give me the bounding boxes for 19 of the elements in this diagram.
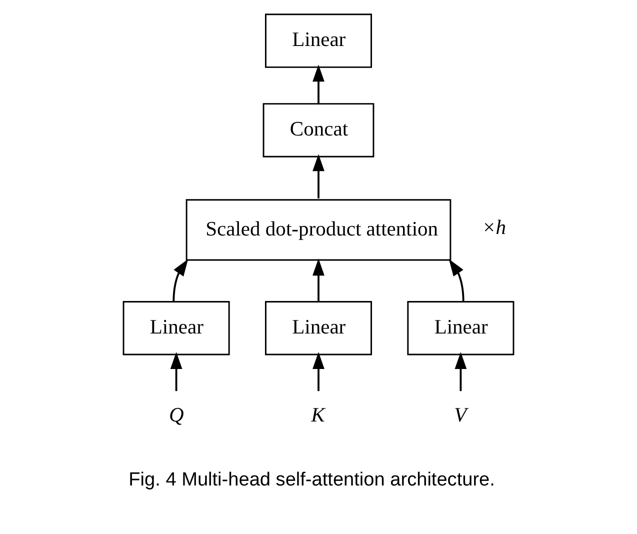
node-box: Linear: [264, 301, 372, 356]
arrow: [312, 258, 324, 302]
caption: Fig. 4 Multi-head self-attention architecture.: [128, 470, 495, 491]
arrow: [170, 352, 182, 392]
node-box: Linear: [264, 14, 372, 68]
node-text: Q: [168, 404, 184, 427]
node-box: Concat: [262, 103, 374, 158]
node-box: Linear: [122, 301, 230, 356]
arrow: [448, 259, 464, 302]
node-text: K: [311, 404, 325, 427]
arrow: [312, 154, 324, 198]
node-box: Linear: [407, 301, 514, 356]
node-text: V: [454, 404, 467, 427]
arrow: [312, 352, 324, 392]
arrow: [454, 352, 467, 392]
node-label: ×h: [482, 216, 506, 239]
arrow: [172, 259, 188, 302]
arrow: [312, 64, 324, 104]
node-box: Scaled dot-product attention: [186, 199, 452, 261]
